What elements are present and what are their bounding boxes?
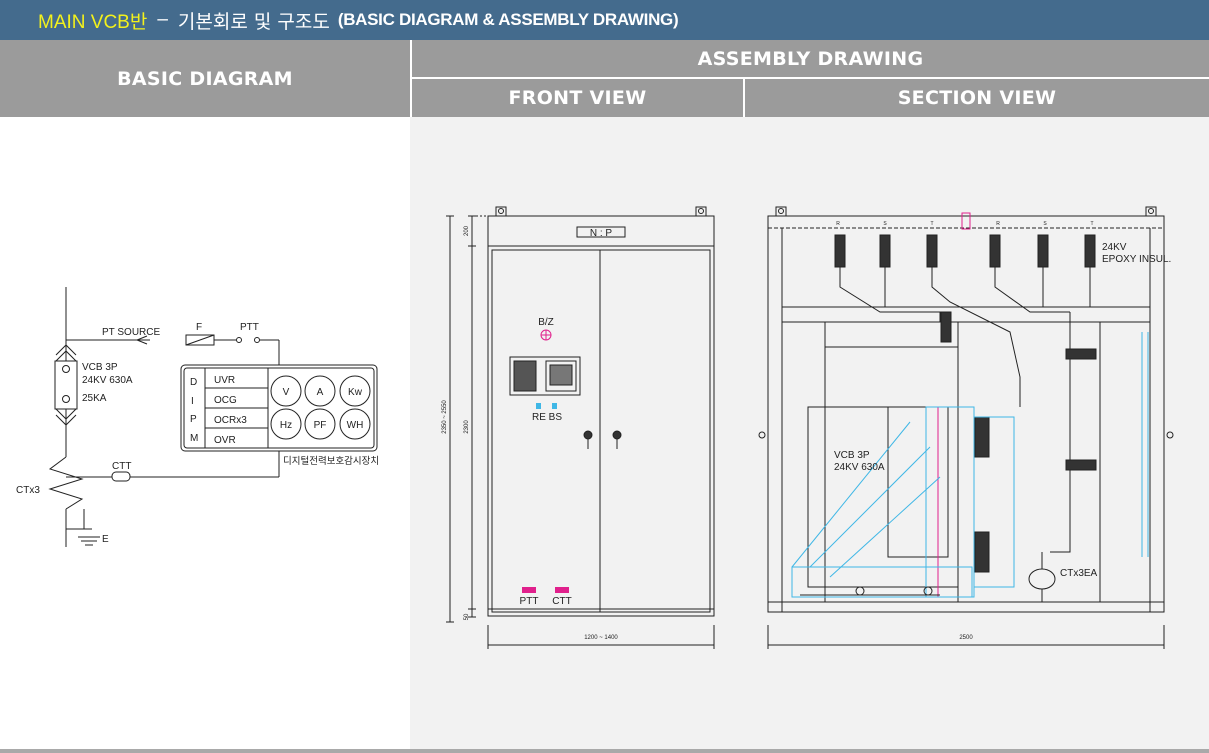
insulator-label-line2: EPOXY INSUL. <box>1102 254 1171 265</box>
bottom-bar <box>0 749 1209 753</box>
phase-label-s2: S <box>1043 221 1047 227</box>
dipm-letter-m: M <box>190 433 198 444</box>
phase-label-r2: R <box>996 221 1000 227</box>
front-ctt-label: CTT <box>552 596 571 607</box>
title-dash: – <box>157 9 168 30</box>
front-re-bs-label: RE BS <box>532 412 562 423</box>
section-vcb-line1: VCB 3P <box>834 450 870 461</box>
phase-label-s1: S <box>883 221 887 227</box>
ctx3-label: CTx3 <box>16 485 40 496</box>
meter-hz: Hz <box>280 420 292 431</box>
title-english: (BASIC DIAGRAM & ASSEMBLY DRAWING) <box>337 10 679 29</box>
relay-ocr: OCRx3 <box>214 415 247 426</box>
earth-label: E <box>102 534 109 545</box>
vcb-spec-line2: 24KV 630A <box>82 375 133 386</box>
assembly-drawing-svg: N : P B/Z RE BS PTT CTT 1200 ~ 1400 200 … <box>442 206 1174 649</box>
phase-label-t1: T <box>930 221 933 227</box>
meter-v: V <box>283 387 290 398</box>
section-view-drawing <box>758 206 1174 649</box>
ctt-label: CTT <box>112 461 131 472</box>
dipm-letter-p: P <box>190 414 197 425</box>
title-bar: MAIN VCB반 – 기본회로 및 구조도 (BASIC DIAGRAM & … <box>0 0 1209 40</box>
title-main: MAIN VCB반 <box>38 11 148 33</box>
relay-uvr: UVR <box>214 375 235 386</box>
dipm-letter-d: D <box>190 377 197 388</box>
insulator-label-line1: 24KV <box>1102 242 1127 253</box>
dipm-caption: 디지털전력보호감시장치 <box>283 455 379 467</box>
fuse-label: F <box>196 322 202 333</box>
assembly-drawing-panel: N : P B/Z RE BS PTT CTT 1200 ~ 1400 200 … <box>410 117 1209 749</box>
ptt-label: PTT <box>240 322 259 333</box>
basic-diagram-svg: PT SOURCE F PTT VCB 3P 24KV 630A 25KA CT… <box>16 287 379 547</box>
section-ct-label: CTx3EA <box>1060 568 1098 579</box>
section-vcb-line2: 24KV 630A <box>834 462 885 473</box>
dipm-letter-i: I <box>191 396 194 407</box>
relay-ovr: OVR <box>214 435 236 446</box>
phase-label-t2: T <box>1090 221 1093 227</box>
front-view-drawing <box>446 206 715 649</box>
basic-diagram-panel: PT SOURCE F PTT VCB 3P 24KV 630A 25KA CT… <box>0 117 410 749</box>
front-np-label: N : P <box>590 228 613 239</box>
phase-label-r1: R <box>836 221 840 227</box>
front-dim-height: 2300 <box>464 420 470 434</box>
header-assembly-drawing: ASSEMBLY DRAWING <box>412 40 1209 77</box>
front-width-dimension: 1200 ~ 1400 <box>584 635 618 641</box>
meter-a: A <box>317 387 324 398</box>
header-section-view: SECTION VIEW <box>745 79 1209 117</box>
front-bz-label: B/Z <box>538 317 554 328</box>
header-front-view: FRONT VIEW <box>412 79 743 117</box>
meter-pf: PF <box>314 420 327 431</box>
relay-ocg: OCG <box>214 395 237 406</box>
title-korean: 기본회로 및 구조도 <box>177 10 330 33</box>
vcb-spec-line1: VCB 3P <box>82 362 118 373</box>
meter-wh: WH <box>347 420 364 431</box>
pt-source-label: PT SOURCE <box>102 327 160 338</box>
front-dim-top: 200 <box>464 225 470 236</box>
section-width-dimension: 2500 <box>959 635 973 641</box>
meter-kw: Kw <box>348 387 363 398</box>
header-basic-diagram: BASIC DIAGRAM <box>0 40 410 117</box>
vcb-spec-line3: 25KA <box>82 393 107 404</box>
front-ptt-label: PTT <box>520 596 539 607</box>
front-dim-bottom: 50 <box>464 613 470 620</box>
front-dim-total: 2350 ~ 2550 <box>442 400 448 434</box>
